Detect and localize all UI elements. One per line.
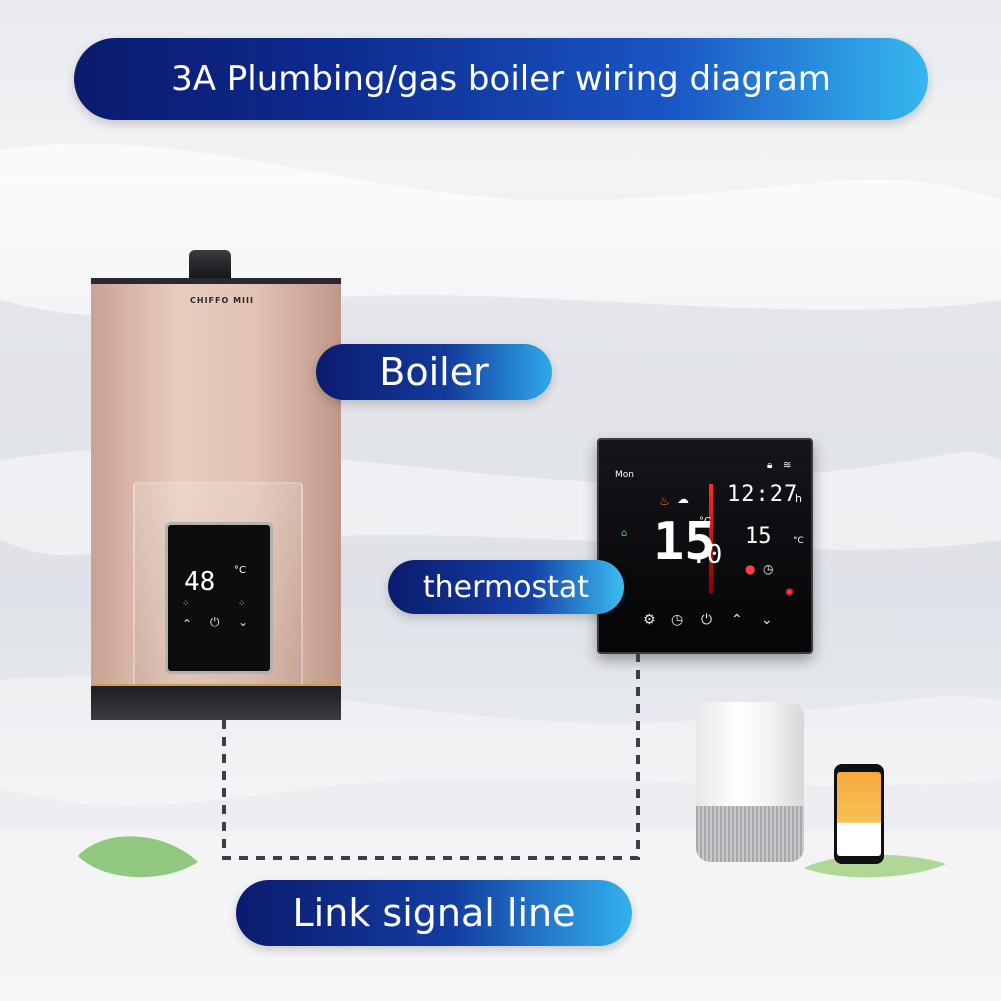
eco-icon: ● (745, 562, 756, 576)
boiler-temp-readout: 48 (184, 567, 216, 597)
clock-icon: ◷ (671, 612, 684, 628)
thermostat-set-temp-decimal: .0 (691, 540, 723, 570)
leaf-left (78, 836, 198, 878)
thermostat-set-temp-unit: °C (699, 516, 711, 527)
wifi-icon: ≋ (783, 460, 792, 471)
speaker-mesh (696, 806, 804, 862)
alarm-icon: ✺ (785, 586, 795, 599)
boiler-temp-unit: °C (234, 565, 246, 576)
boiler-control-screen: 48 °C ⌃ ⏻ ⌄ ⁘ ⁘ (165, 522, 273, 674)
gas-boiler: CHIFFO MIII 48 °C ⌃ ⏻ ⌄ ⁘ ⁘ (91, 250, 341, 720)
home-icon: ⌂ (621, 528, 628, 539)
thermostat-device: Mon 🔒︎ ≋ ♨ ☁ ⌂ 12:27 h 15 °C .0 15 °C ● … (597, 438, 813, 654)
grid-icon: ⁘ (182, 599, 190, 609)
speaker-top (696, 702, 804, 810)
clock-icon: ◷ (763, 562, 774, 576)
down-arrow-icon: ⌄ (238, 615, 249, 629)
smartphone-screen (837, 772, 881, 856)
thermostat-label: thermostat (388, 560, 624, 614)
boiler-label: Boiler (316, 344, 552, 400)
diagram-title: 3A Plumbing/gas boiler wiring diagram (74, 38, 928, 120)
grid-icon: ⁘ (238, 599, 246, 609)
flame-icon: ♨ (659, 494, 670, 508)
thermostat-clock-suffix: h (795, 492, 802, 505)
thermostat-clock: 12:27 (727, 482, 799, 507)
thermostat-red-indicator (709, 484, 713, 594)
link-signal-line-label: Link signal line (236, 880, 632, 946)
thermostat-set-temp: 15 (653, 512, 716, 572)
cloud-icon: ☁ (677, 492, 689, 506)
gear-icon: ⚙ (643, 612, 656, 628)
smartphone (834, 764, 884, 864)
power-icon: ⏻ (210, 615, 220, 629)
power-icon: ⏻ (701, 612, 713, 628)
lock-icon: 🔒︎ (767, 460, 773, 471)
thermostat-room-temp-unit: °C (793, 536, 804, 546)
boiler-knob (189, 250, 231, 280)
thermostat-room-temp: 15 (745, 524, 772, 549)
up-arrow-icon: ⌃ (731, 612, 743, 628)
up-arrow-icon: ⌃ (182, 617, 193, 631)
down-arrow-icon: ⌄ (761, 612, 773, 628)
boiler-brand-logo: CHIFFO MIII (190, 296, 254, 305)
smart-speaker (696, 702, 804, 862)
boiler-base (91, 684, 341, 720)
thermostat-day: Mon (615, 470, 634, 480)
